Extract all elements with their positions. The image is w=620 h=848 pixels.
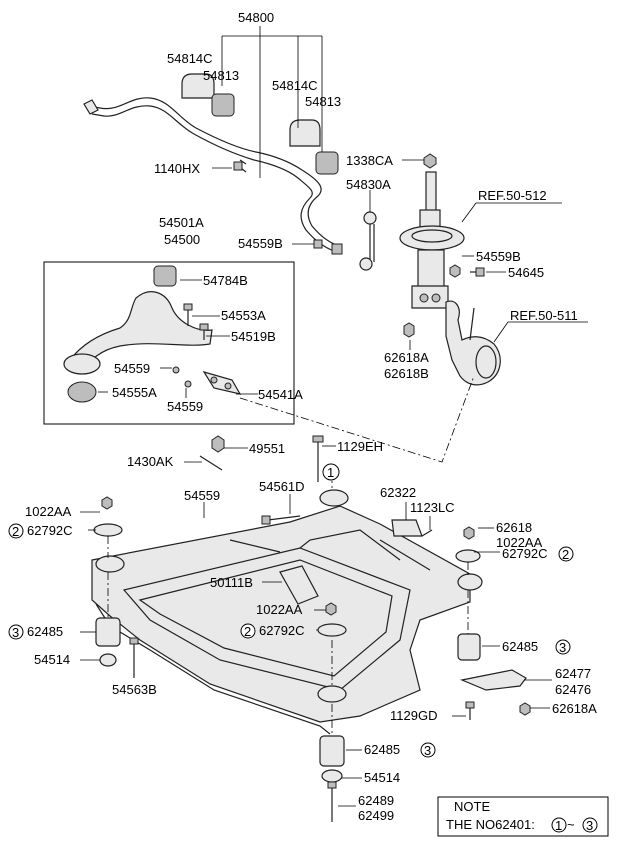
label-49551: 49551: [249, 441, 285, 456]
label-54559b-b: 54559B: [476, 249, 521, 264]
callout-3-right: 3: [559, 640, 566, 655]
stabilizer-bushing-right: [289, 119, 339, 175]
ball-joint-bracket: [202, 370, 242, 395]
label-54559b-a: 54559B: [238, 236, 283, 251]
label-54519b: 54519B: [231, 329, 276, 344]
label-62477: 62477: [555, 666, 591, 681]
label-1140hx: 1140HX: [154, 161, 200, 176]
subframe-bushing-mounts: [95, 489, 483, 703]
stabilizer-bar: [83, 97, 341, 253]
nut-1338ca: [423, 153, 437, 169]
label-1129eh: 1129EH: [337, 439, 383, 454]
label-1022aa-c: 1022AA: [256, 602, 303, 617]
dash-line-strut-knuckle: [239, 375, 475, 463]
callout-2-center: 2: [244, 624, 251, 639]
callout-2-right: 2: [562, 547, 569, 562]
stabilizer-bushing-left: [181, 73, 235, 117]
stabilizer-link: [313, 211, 377, 271]
callout-markers: 1 2 2 2 3 3 3: [8, 463, 574, 758]
label-54555a: 54555A: [112, 385, 157, 400]
nut-54559b: [449, 264, 461, 278]
lower-arm-assembly-box: [43, 261, 295, 425]
label-62485-c: 62485: [364, 742, 400, 757]
part-labels: 54800 54814C 54813 54814C 54813 1140HX 1…: [25, 10, 597, 823]
label-1022aa-b: 1022AA: [496, 535, 543, 550]
label-54559-a: 54559: [114, 361, 150, 376]
steering-knuckle: [445, 300, 501, 386]
left-mount-hardware: [93, 496, 139, 678]
label-54784b: 54784B: [203, 273, 248, 288]
note-range-end: 3: [586, 818, 593, 833]
note-range-sep: ~: [567, 817, 575, 832]
nut-49551: [211, 435, 225, 453]
label-62792c-b: 62792C: [502, 546, 548, 561]
label-1129gd: 1129GD: [390, 708, 437, 723]
label-54559-c: 54559: [184, 488, 220, 503]
label-ref-50-511: REF.50-511: [510, 308, 578, 323]
label-62618a-a: 62618A: [384, 350, 429, 365]
label-62476: 62476: [555, 682, 591, 697]
label-54514-b: 54514: [364, 770, 400, 785]
label-1338ca: 1338CA: [346, 153, 393, 168]
crossmember-subframe: [91, 505, 471, 735]
label-54800: 54800: [238, 10, 274, 25]
label-54501a: 54501A: [159, 215, 204, 230]
label-54559-b: 54559: [167, 399, 203, 414]
label-62618: 62618: [496, 520, 532, 535]
nut-62618a: [403, 322, 415, 338]
label-62792c-c: 62792C: [259, 623, 305, 638]
lower-arm-bolts: [172, 303, 209, 388]
callout-1: 1: [327, 465, 334, 480]
label-62485-a: 62485: [27, 624, 63, 639]
leader-lines: [80, 26, 588, 807]
label-62485-b: 62485: [502, 639, 538, 654]
note-title: NOTE: [454, 799, 490, 814]
label-54813-b: 54813: [305, 94, 341, 109]
callout-2-left: 2: [12, 524, 19, 539]
label-54500: 54500: [164, 232, 200, 247]
label-1123lc: 1123LC: [410, 500, 455, 515]
label-54514-a: 54514: [34, 652, 70, 667]
label-1022aa-a: 1022AA: [25, 504, 72, 519]
bracket-50111b: [279, 565, 319, 605]
label-54814c-b: 54814C: [272, 78, 318, 93]
label-54645: 54645: [508, 265, 544, 280]
label-62489: 62489: [358, 793, 394, 808]
label-54541a: 54541A: [258, 387, 303, 402]
bolt-1140hx: [233, 159, 247, 173]
label-62618a-b: 62618A: [552, 701, 597, 716]
lower-control-arm: [63, 265, 213, 403]
cotter-pin-1430ak: [199, 455, 223, 471]
label-54813-a: 54813: [203, 68, 239, 83]
label-54830a: 54830A: [346, 177, 391, 192]
label-54561d: 54561D: [259, 479, 305, 494]
label-50111b: 50111B: [210, 575, 253, 590]
label-62618b: 62618B: [384, 366, 429, 381]
center-mount-hardware: [317, 602, 347, 822]
bolt-1129eh: [312, 435, 324, 482]
label-62792c-a: 62792C: [27, 523, 73, 538]
label-54814c-a: 54814C: [167, 51, 213, 66]
bracket-62322: [391, 519, 433, 537]
label-54553a: 54553A: [221, 308, 266, 323]
label-1430ak: 1430AK: [127, 454, 174, 469]
note-box: NOTE THE NO62401: 1 ~ 3: [437, 796, 609, 837]
callout-3-center: 3: [424, 743, 431, 758]
strut-assembly: [399, 171, 465, 309]
label-54563b: 54563B: [112, 682, 157, 697]
label-62322: 62322: [380, 485, 416, 500]
right-mount-hardware: [455, 526, 531, 720]
label-62499: 62499: [358, 808, 394, 823]
note-text: THE NO62401:: [446, 817, 535, 832]
bolt-54561d: [261, 515, 301, 525]
callout-3-left: 3: [12, 625, 19, 640]
bolt-54645: [470, 267, 485, 277]
note-range-start: 1: [555, 818, 562, 833]
label-ref-50-512: REF.50-512: [478, 188, 547, 203]
